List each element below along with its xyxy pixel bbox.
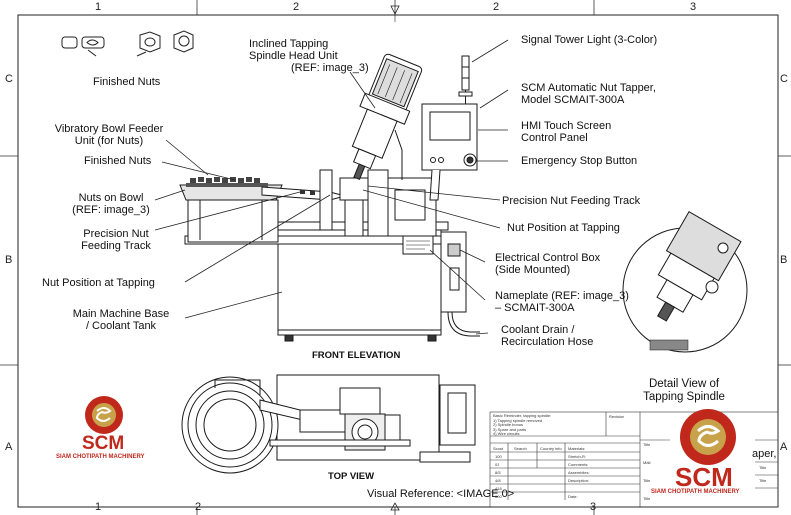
finished-nuts-icons bbox=[61, 30, 194, 57]
grid-col-2-top: 2 bbox=[293, 1, 300, 13]
grid-row-c-left: C bbox=[5, 73, 13, 85]
grid-col-2b-top: 2 bbox=[493, 1, 500, 13]
label-drain: Coolant Drain /Recirculation Hose bbox=[501, 324, 594, 348]
tb-right-2: Title bbox=[643, 478, 651, 483]
signal-tower-light bbox=[461, 55, 470, 91]
label-nut-position-right: Nut Position at Tapping bbox=[507, 222, 620, 234]
tb-field-stretch: Stretch-R: bbox=[568, 454, 587, 459]
title-block-notes: Basic Reminder, tapping spindle:1) Tappi… bbox=[493, 414, 552, 437]
scm-logo-right bbox=[680, 409, 736, 465]
tb-row-4: 418 bbox=[495, 486, 502, 491]
leader-lines bbox=[154, 39, 509, 335]
title-block bbox=[489, 411, 779, 508]
front-elevation bbox=[179, 53, 480, 342]
label-nameplate: Nameplate (REF: image_3)– SCMAIT-300A bbox=[495, 290, 629, 314]
label-precision-track-right: Precision Nut Feeding Track bbox=[502, 195, 641, 207]
grid-col-1-bottom: 1 bbox=[95, 501, 102, 513]
tb-right-0: Title bbox=[643, 442, 651, 447]
logo-right-company: SIAM CHOTIPATH MACHINERY bbox=[651, 489, 740, 495]
tb-right-4: Title bbox=[759, 465, 767, 470]
top-view bbox=[181, 374, 476, 474]
grid-col-3-top: 3 bbox=[690, 1, 697, 13]
tb-header-0: Scost bbox=[493, 446, 504, 451]
grid-col-3-bottom: 3 bbox=[590, 501, 597, 513]
tb-right-5: Title bbox=[759, 478, 767, 483]
tb-row-2: 8/5 bbox=[495, 470, 501, 475]
grid-row-c-right: C bbox=[780, 73, 788, 85]
view-title-front: FRONT ELEVATION bbox=[312, 350, 401, 361]
nut-position-fixture bbox=[339, 177, 369, 201]
tb-field-comments: Comments: bbox=[568, 462, 589, 467]
center-arrow-bottom bbox=[390, 502, 400, 511]
scm-logo-left bbox=[85, 396, 123, 434]
logo-left-company: SIAM CHOTIPATH MACHINERY bbox=[56, 454, 145, 460]
tb-row-5: 600 bbox=[495, 494, 502, 499]
tb-row-3: 4/8 bbox=[495, 478, 501, 483]
drawing-border bbox=[17, 14, 779, 508]
label-scm-tapper: SCM Automatic Nut Tapper,Model SCMAIT-30… bbox=[521, 82, 656, 106]
tb-partial-text: aper, bbox=[752, 448, 777, 460]
tb-field-date: Date: bbox=[568, 494, 578, 499]
tb-field-assemblies: Assemblies: bbox=[568, 470, 590, 475]
label-finished-nuts-top: Finished Nuts bbox=[93, 76, 161, 88]
inclined-spindle-head bbox=[351, 53, 423, 181]
tb-field-revision: Revision bbox=[609, 414, 625, 419]
label-nuts-on-bowl: Nuts on Bowl(REF: image_3) bbox=[72, 192, 150, 216]
label-estop: Emergency Stop Button bbox=[521, 155, 638, 167]
tb-header-2: Country info bbox=[540, 446, 562, 451]
tb-field-description: Description: bbox=[568, 478, 590, 483]
view-title-top: TOP VIEW bbox=[328, 471, 375, 482]
grid-row-b-left: B bbox=[5, 254, 13, 266]
label-electrical-box: Electrical Control Box(Side Mounted) bbox=[495, 252, 601, 276]
bowl-feeder-base bbox=[187, 199, 279, 243]
label-base: Main Machine Base/ Coolant Tank bbox=[72, 308, 170, 332]
tb-right-1: Mail: bbox=[643, 460, 652, 465]
logo-left-name: SCM bbox=[82, 433, 125, 454]
label-signal-tower: Signal Tower Light (3-Color) bbox=[521, 34, 658, 46]
label-finished-nuts: Finished Nuts bbox=[84, 155, 152, 167]
grid-row-a-left: A bbox=[5, 441, 13, 453]
detail-view-spindle bbox=[622, 211, 748, 353]
tb-header-1: Search bbox=[514, 446, 527, 451]
tb-header-3: Materials: bbox=[568, 446, 586, 451]
tb-row-0: 100 bbox=[495, 454, 502, 459]
label-nut-position-left: Nut Position at Tapping bbox=[42, 277, 155, 289]
grid-row-a-right: A bbox=[780, 441, 788, 453]
grid-col-2-bottom: 2 bbox=[195, 501, 202, 513]
tb-right-3: Title bbox=[643, 496, 651, 501]
center-arrow-top bbox=[390, 5, 400, 15]
tb-row-1: 03 bbox=[495, 462, 500, 467]
logo-right-name: SCM bbox=[675, 462, 733, 492]
grid-row-b-right: B bbox=[780, 254, 788, 266]
grid-col-1-top: 1 bbox=[95, 1, 102, 13]
visual-reference: Visual Reference: <IMAGE 0> bbox=[367, 488, 515, 500]
